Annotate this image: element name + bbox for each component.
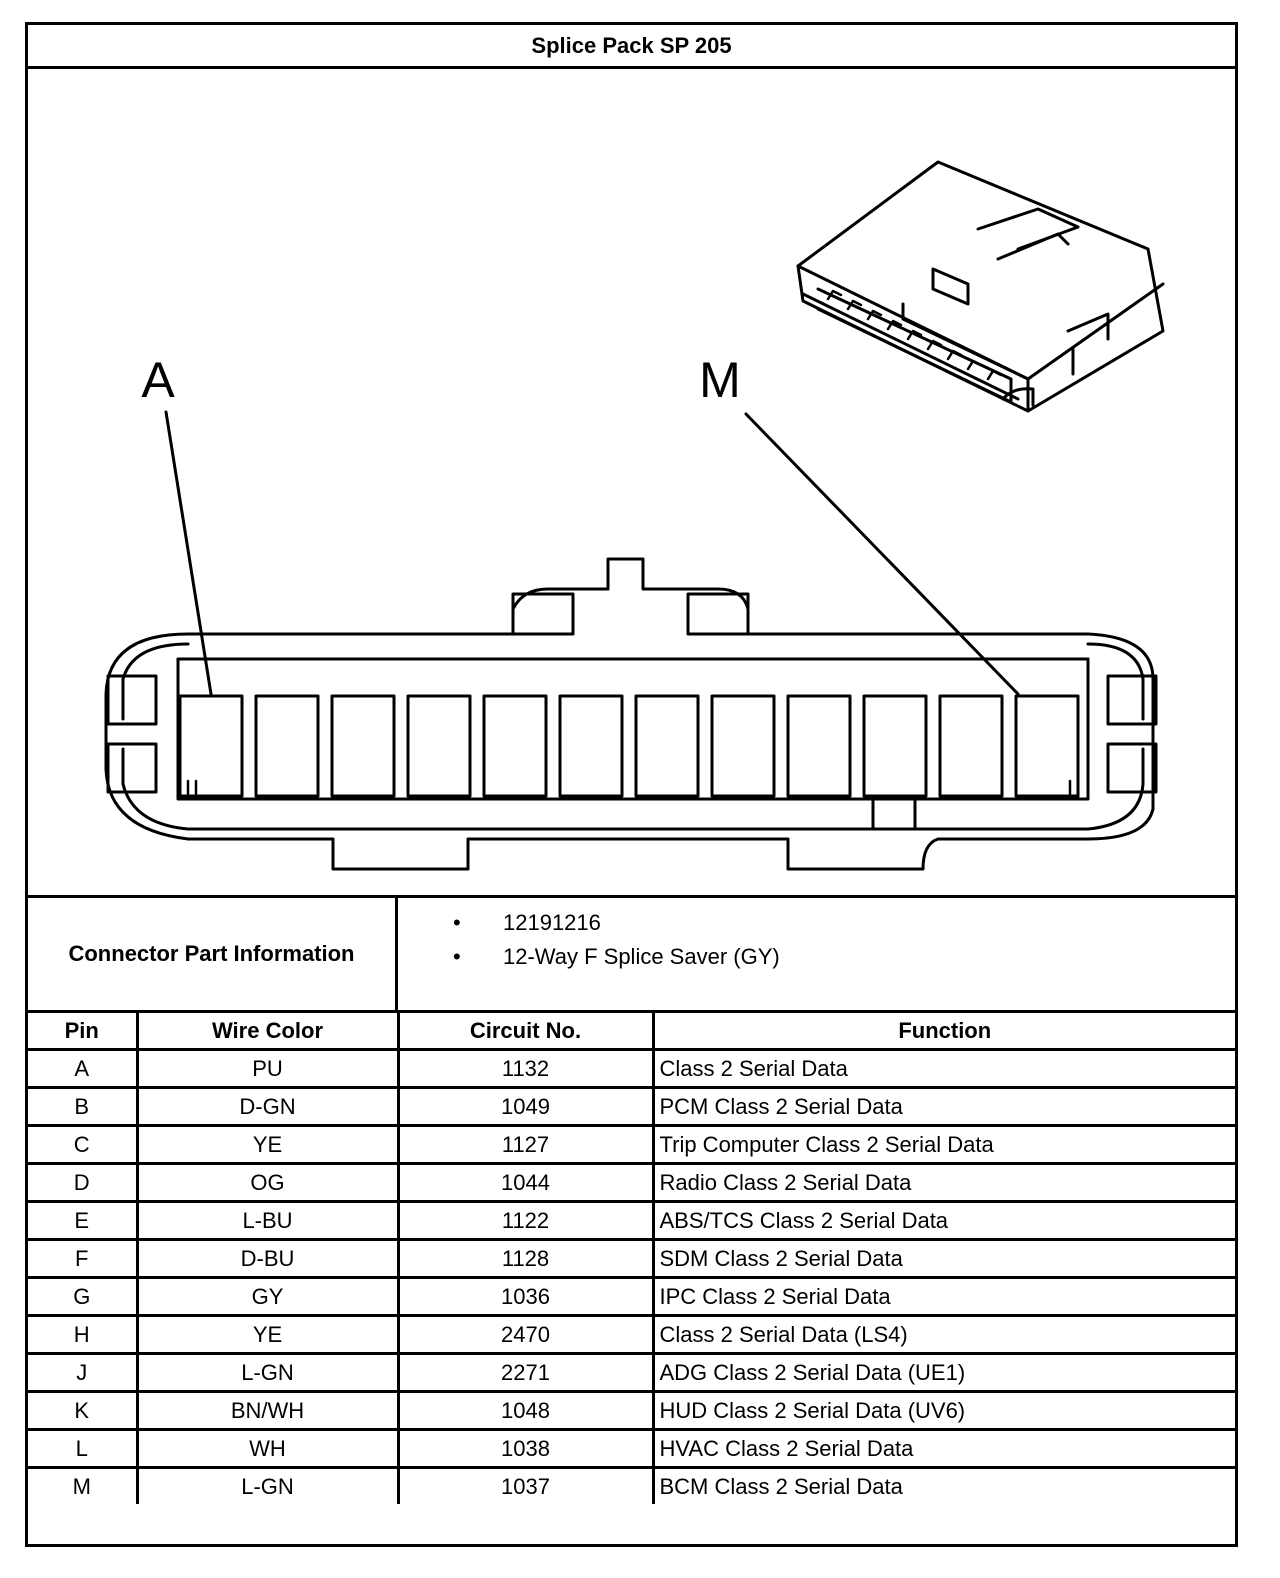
- pin-cell: M: [28, 1466, 139, 1504]
- circuit-cell: 1038: [396, 1428, 655, 1469]
- function-cell: Trip Computer Class 2 Serial Data: [651, 1124, 1235, 1165]
- circuit-cell: 2470: [396, 1314, 655, 1355]
- function-cell: ABS/TCS Class 2 Serial Data: [651, 1200, 1235, 1241]
- function-cell: SDM Class 2 Serial Data: [651, 1238, 1235, 1279]
- connector-info-list: 12191216 12-Way F Splice Saver (GY): [398, 906, 780, 974]
- wire-color-cell: YE: [135, 1314, 400, 1355]
- function-cell: IPC Class 2 Serial Data: [651, 1276, 1235, 1317]
- function-cell: PCM Class 2 Serial Data: [651, 1086, 1235, 1127]
- header-pin: Pin: [28, 1013, 139, 1051]
- function-cell: Class 2 Serial Data: [651, 1048, 1235, 1089]
- circuit-cell: 1122: [396, 1200, 655, 1241]
- circuit-cell: 1048: [396, 1390, 655, 1431]
- function-cell: HVAC Class 2 Serial Data: [651, 1428, 1235, 1469]
- pin-cell: D: [28, 1162, 139, 1203]
- pin-cell: C: [28, 1124, 139, 1165]
- function-cell: Class 2 Serial Data (LS4): [651, 1314, 1235, 1355]
- function-cell: Radio Class 2 Serial Data: [651, 1162, 1235, 1203]
- pin-cell: H: [28, 1314, 139, 1355]
- circuit-cell: 1049: [396, 1086, 655, 1127]
- pin-a-leader: [164, 410, 213, 696]
- circuit-cell: 1127: [396, 1124, 655, 1165]
- connector-sheet: Splice Pack SP 205: [25, 22, 1238, 1547]
- circuit-cell: 2271: [396, 1352, 655, 1393]
- part-description: 12-Way F Splice Saver (GY): [398, 940, 780, 974]
- pin-cell: E: [28, 1200, 139, 1241]
- pin-cell: A: [28, 1048, 139, 1089]
- wire-color-cell: L-BU: [135, 1200, 400, 1241]
- pin-cell: F: [28, 1238, 139, 1279]
- connector-part-info: Connector Part Information 12191216 12-W…: [28, 895, 1235, 1013]
- circuit-cell: 1037: [396, 1466, 655, 1504]
- wire-color-cell: L-GN: [135, 1352, 400, 1393]
- pin-cell: G: [28, 1276, 139, 1317]
- connector-cavities: [178, 694, 1080, 798]
- circuit-cell: 1044: [396, 1162, 655, 1203]
- connector-diagram: A M: [28, 69, 1235, 895]
- header-circuit-no: Circuit No.: [396, 1013, 655, 1051]
- circuit-cell: 1132: [396, 1048, 655, 1089]
- pin-cell: L: [28, 1428, 139, 1469]
- sheet-title: Splice Pack SP 205: [28, 25, 1235, 69]
- function-cell: BCM Class 2 Serial Data: [651, 1466, 1235, 1504]
- pin-cell: K: [28, 1390, 139, 1431]
- header-wire-color: Wire Color: [135, 1013, 400, 1051]
- wire-color-cell: WH: [135, 1428, 400, 1469]
- pin-a-label: A: [141, 352, 175, 408]
- part-number: 12191216: [398, 906, 780, 940]
- wire-color-cell: GY: [135, 1276, 400, 1317]
- pin-cell: J: [28, 1352, 139, 1393]
- wire-color-cell: L-GN: [135, 1466, 400, 1504]
- circuit-cell: 1036: [396, 1276, 655, 1317]
- circuit-cell: 1128: [396, 1238, 655, 1279]
- connector-face-drawing: A M: [104, 160, 1165, 871]
- wire-color-cell: YE: [135, 1124, 400, 1165]
- wire-color-cell: PU: [135, 1048, 400, 1089]
- wire-color-cell: D-GN: [135, 1086, 400, 1127]
- pin-cell: B: [28, 1086, 139, 1127]
- header-function: Function: [651, 1013, 1235, 1051]
- pin-table-header: Pin Wire Color Circuit No. Function: [28, 1013, 1235, 1051]
- connector-face-housing: [104, 557, 1158, 871]
- function-cell: ADG Class 2 Serial Data (UE1): [651, 1352, 1235, 1393]
- wire-color-cell: D-BU: [135, 1238, 400, 1279]
- pin-m-leader: [744, 412, 1020, 696]
- connector-isometric-icon: [796, 160, 1165, 413]
- function-cell: HUD Class 2 Serial Data (UV6): [651, 1390, 1235, 1431]
- pin-m-label: M: [699, 352, 741, 408]
- connector-info-label: Connector Part Information: [28, 898, 398, 1010]
- wire-color-cell: OG: [135, 1162, 400, 1203]
- wire-color-cell: BN/WH: [135, 1390, 400, 1431]
